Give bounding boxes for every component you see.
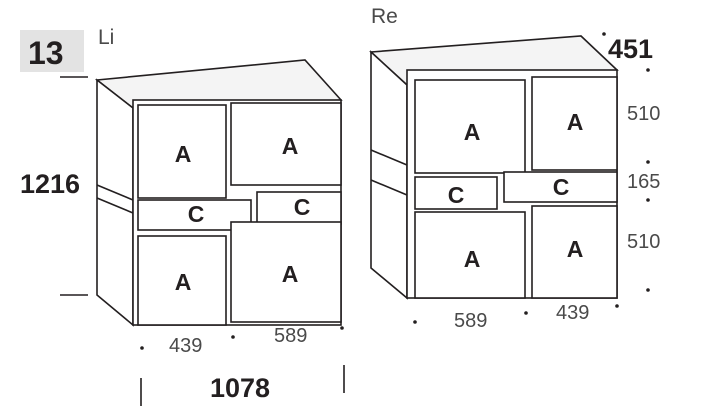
right-depth-dot-1 xyxy=(602,32,606,36)
left-door-top-right xyxy=(230,102,342,186)
right-door-bottom-left xyxy=(414,211,526,299)
left-door-bottom-right xyxy=(230,221,342,323)
left-side-band-bottom xyxy=(96,197,134,214)
right-side-label: Re xyxy=(371,5,398,28)
right-label-mid-right: C xyxy=(553,174,570,200)
left-width-2: 589 xyxy=(274,325,307,347)
left-cabinet: Li A A C C A A 1216 439 589 xyxy=(20,26,345,406)
right-cabinet: Re A A C C A A 451 510 165 xyxy=(369,5,660,332)
right-height-3: 510 xyxy=(627,231,660,253)
left-side-band-top xyxy=(96,184,134,201)
left-label-top-right: A xyxy=(282,133,299,159)
left-width-1: 439 xyxy=(169,335,202,357)
right-depth-dot-2 xyxy=(646,68,650,72)
right-depth-value: 451 xyxy=(608,34,653,64)
left-drawer-right xyxy=(256,191,342,225)
left-door-bottom-left xyxy=(137,235,227,326)
right-width-dot-3 xyxy=(615,304,619,308)
right-door-top-right xyxy=(531,76,618,171)
left-label-mid-right: C xyxy=(294,194,311,220)
right-label-top-right: A xyxy=(567,109,584,135)
badge-number: 13 xyxy=(28,35,64,71)
right-door-bottom-right xyxy=(531,205,618,299)
left-side-face xyxy=(96,78,134,327)
left-width-dot-2 xyxy=(231,335,235,339)
right-height-1: 510 xyxy=(627,103,660,125)
right-label-bottom-left: A xyxy=(464,246,481,272)
right-label-top-left: A xyxy=(464,119,481,145)
left-total-width: 1078 xyxy=(210,373,270,403)
right-width-2: 439 xyxy=(556,302,589,324)
right-height-dot-1 xyxy=(646,160,650,164)
right-side-face xyxy=(370,50,408,300)
left-width-dot-1 xyxy=(140,346,144,350)
right-drawer-left xyxy=(414,176,498,210)
right-side-band-top xyxy=(370,149,408,166)
left-width-dot-3 xyxy=(340,326,344,330)
right-drawer-right xyxy=(503,171,618,203)
left-label-bottom-right: A xyxy=(282,261,299,287)
left-height-value: 1216 xyxy=(20,169,80,199)
right-height-dot-2 xyxy=(646,198,650,202)
left-label-top-left: A xyxy=(175,141,192,167)
badge-background xyxy=(20,30,84,72)
left-side-label: Li xyxy=(98,26,114,49)
right-height-dot-3 xyxy=(646,288,650,292)
right-door-top-left xyxy=(414,79,526,174)
right-width-dot-1 xyxy=(413,320,417,324)
right-side-band-bottom xyxy=(370,179,408,196)
right-width-1: 589 xyxy=(454,310,487,332)
left-label-mid-left: C xyxy=(188,201,205,227)
right-label-bottom-right: A xyxy=(567,236,584,262)
right-height-2: 165 xyxy=(627,171,660,193)
left-door-top-left xyxy=(137,104,227,199)
right-label-mid-left: C xyxy=(448,182,465,208)
left-label-bottom-left: A xyxy=(175,269,192,295)
right-width-dot-2 xyxy=(524,311,528,315)
